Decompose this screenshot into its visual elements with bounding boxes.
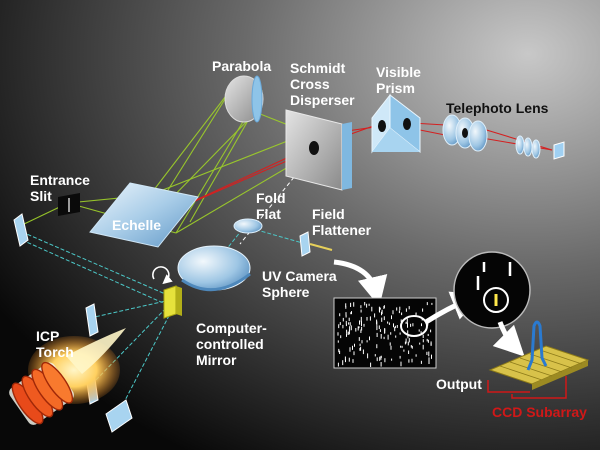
fold-flat — [233, 218, 263, 234]
echellogram-image — [333, 297, 437, 369]
ccd-arrow-icon — [492, 321, 525, 357]
uv-camera-sphere — [177, 245, 251, 292]
label-schmidt-line-3: Disperser — [290, 92, 355, 108]
echelle-grating — [89, 182, 199, 248]
label-parabola: Parabola — [212, 58, 272, 74]
computer-controlled-mirror — [152, 266, 182, 319]
label-echelle: Echelle — [112, 217, 162, 233]
visible-prism — [371, 93, 421, 154]
label-output: Output — [436, 376, 482, 392]
label-visible-prism: Visible Prism — [376, 64, 421, 96]
label-icp-torch-line-1: ICP — [36, 328, 60, 344]
callout-arrow-icon — [333, 259, 388, 307]
label-entrance-slit: Entrance Slit — [30, 172, 90, 204]
label-icp-torch-line-2: Torch — [36, 344, 74, 360]
label-uv-camera-line-2: Sphere — [262, 284, 310, 300]
label-field-flattener: Field Flattener — [312, 206, 371, 238]
label-icp-torch: ICP Torch — [36, 328, 74, 360]
magnified-view — [453, 251, 531, 329]
label-mirror-line-3: Mirror — [196, 352, 237, 368]
label-schmidt-line-2: Cross — [290, 76, 330, 92]
label-fold-flat-line-1: Fold — [256, 190, 286, 206]
label-fold-flat: Fold Flat — [256, 190, 286, 222]
telephoto-lens — [442, 114, 565, 160]
label-uv-camera-sphere: UV Camera Sphere — [262, 268, 337, 300]
rotation-arrow-icon — [152, 266, 173, 285]
parabola-mirror — [224, 75, 264, 123]
label-mirror-line-2: controlled — [196, 336, 264, 352]
label-field-flattener-line-2: Flattener — [312, 222, 372, 238]
label-telephoto-lens: Telephoto Lens — [446, 100, 549, 116]
field-flattener — [299, 231, 333, 257]
schmidt-cross-disperser — [285, 109, 352, 191]
label-uv-camera-line-1: UV Camera — [262, 268, 337, 284]
ccd-subarray — [487, 320, 590, 399]
label-entrance-slit-line-1: Entrance — [30, 172, 90, 188]
icp-torch — [9, 328, 126, 425]
label-computer-controlled-mirror: Computer- controlled Mirror — [196, 320, 267, 368]
label-visible-prism-line-1: Visible — [376, 64, 421, 80]
label-ccd-subarray: CCD Subarray — [492, 404, 587, 420]
label-schmidt-cross-disperser: Schmidt Cross Disperser — [290, 60, 355, 108]
label-visible-prism-line-2: Prism — [376, 80, 415, 96]
label-field-flattener-line-1: Field — [312, 206, 345, 222]
entrance-slit — [58, 193, 80, 216]
label-fold-flat-line-2: Flat — [256, 206, 281, 222]
label-entrance-slit-line-2: Slit — [30, 188, 52, 204]
label-mirror-line-1: Computer- — [196, 320, 267, 336]
label-schmidt-line-1: Schmidt — [290, 60, 346, 76]
